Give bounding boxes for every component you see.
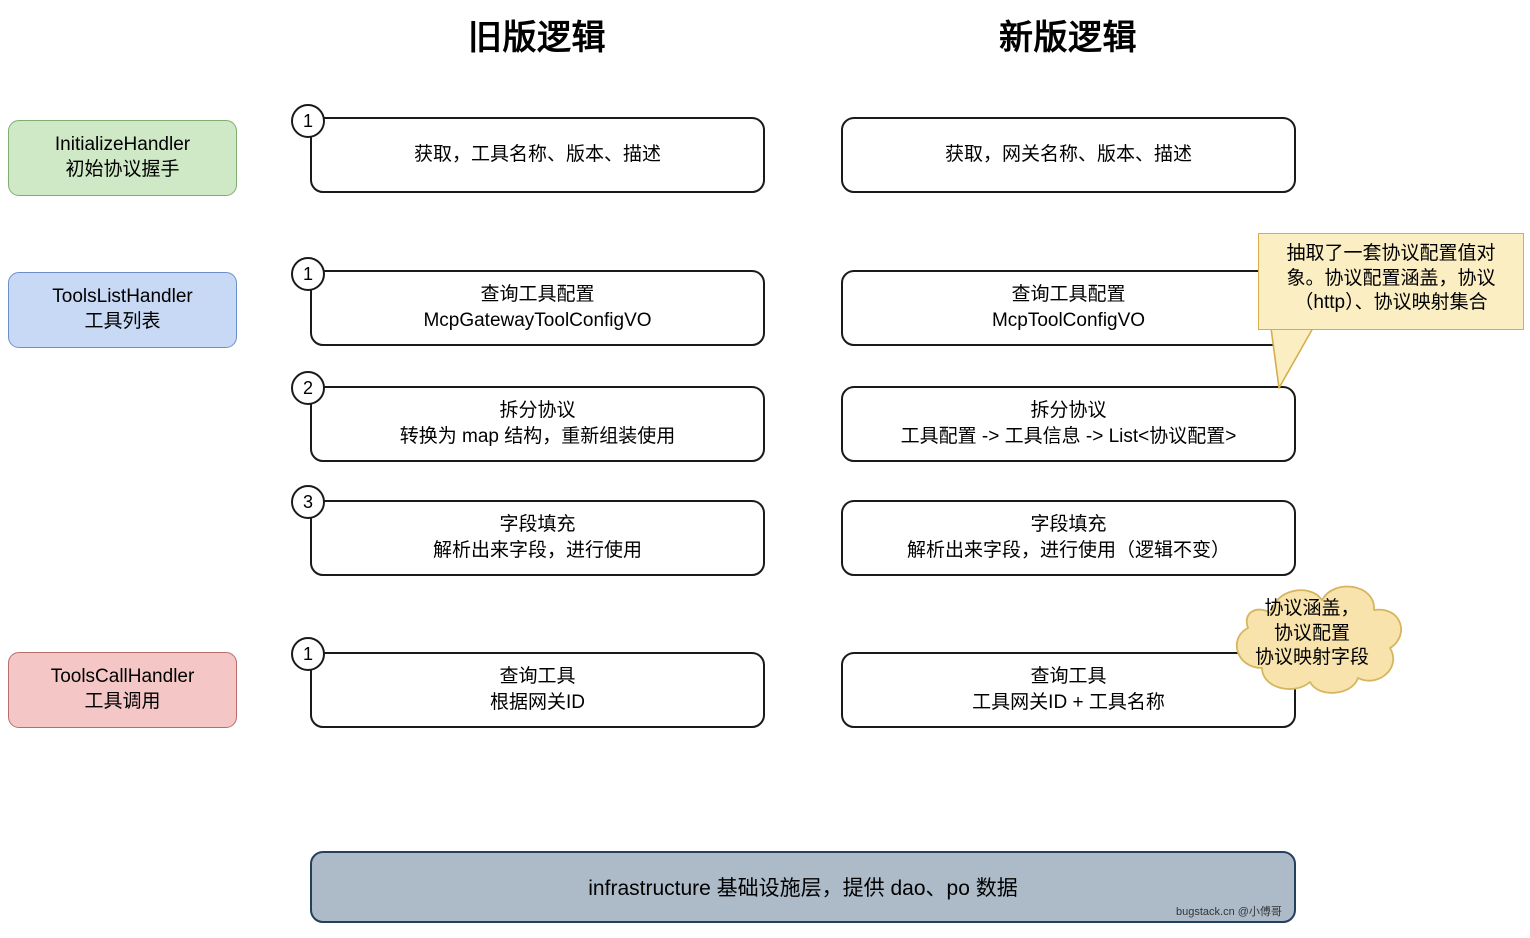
step-box-old-row3[interactable]: 拆分协议 转换为 map 结构，重新组装使用: [310, 386, 765, 462]
callout-tail: [1270, 321, 1315, 389]
step-box-new-row2[interactable]: 查询工具配置 McpToolConfigVO: [841, 270, 1296, 346]
step-box-old-row4[interactable]: 字段填充 解析出来字段，进行使用: [310, 500, 765, 576]
callout-note-protocol-config: 抽取了一套协议配置值对 象。协议配置涵盖，协议 （http）、协议映射集合: [1258, 233, 1524, 330]
step-line-1: 拆分协议: [499, 399, 576, 421]
step-box-old-row1[interactable]: 获取，工具名称、版本、描述: [310, 117, 765, 193]
step-badge-row3[interactable]: 2: [291, 371, 325, 405]
handler-name: ToolsCallHandler: [50, 666, 195, 688]
step-badge-row2[interactable]: 1: [291, 257, 325, 291]
step-line-1: 拆分协议: [1030, 399, 1107, 421]
step-badge-label: 1: [302, 643, 313, 664]
step-line-1: 获取，网关名称、版本、描述: [944, 143, 1192, 165]
column-title-new: 新版逻辑: [999, 19, 1137, 57]
cloud-note-protocol-coverage: [1236, 585, 1402, 694]
step-line-1: 字段填充: [499, 513, 576, 535]
callout-line-3: （http）、协议映射集合: [1294, 292, 1488, 314]
step-line-2: McpGatewayToolConfigVO: [423, 310, 652, 331]
step-box-old-row5[interactable]: 查询工具 根据网关ID: [310, 652, 765, 728]
infrastructure-layer-bar[interactable]: infrastructure 基础设施层，提供 dao、po 数据: [310, 851, 1296, 923]
handler-subtitle: 工具调用: [84, 691, 161, 712]
step-badge-label: 2: [302, 377, 313, 398]
step-box-new-row3[interactable]: 拆分协议 工具配置 -> 工具信息 -> List<协议配置>: [841, 386, 1296, 462]
handler-name: ToolsListHandler: [52, 286, 193, 308]
step-line-2: 工具配置 -> 工具信息 -> List<协议配置>: [900, 426, 1237, 447]
cloud-line-1: 协议涵盖，: [1264, 598, 1360, 619]
step-line-2: 转换为 map 结构，重新组装使用: [399, 426, 676, 447]
step-box-new-row1[interactable]: 获取，网关名称、版本、描述: [841, 117, 1296, 193]
step-line-1: 查询工具: [499, 665, 576, 687]
step-box-new-row4[interactable]: 字段填充 解析出来字段，进行使用（逻辑不变）: [841, 500, 1296, 576]
step-line-1: 字段填充: [1030, 513, 1107, 535]
step-line-1: 查询工具配置: [1011, 283, 1126, 305]
step-badge-row4[interactable]: 3: [291, 485, 325, 519]
handler-chip-initialize[interactable]: InitializeHandler 初始协议握手: [8, 120, 237, 196]
step-box-new-row5[interactable]: 查询工具 工具网关ID + 工具名称: [841, 652, 1296, 728]
step-badge-label: 3: [302, 491, 313, 512]
cloud-note-text: 协议涵盖， 协议配置 协议映射字段: [1222, 597, 1402, 671]
handler-chip-tools-list[interactable]: ToolsListHandler 工具列表: [8, 272, 237, 348]
callout-line-1: 抽取了一套协议配置值对: [1286, 243, 1496, 264]
cloud-line-3: 协议映射字段: [1254, 647, 1369, 669]
handler-subtitle: 工具列表: [84, 311, 161, 332]
step-line-2: 解析出来字段，进行使用: [432, 540, 642, 561]
handler-subtitle: 初始协议握手: [65, 159, 180, 180]
step-line-2: 解析出来字段，进行使用（逻辑不变）: [906, 540, 1230, 561]
handler-name: InitializeHandler: [54, 134, 191, 156]
step-badge-row5[interactable]: 1: [291, 637, 325, 671]
handler-chip-tools-call[interactable]: ToolsCallHandler 工具调用: [8, 652, 237, 728]
step-line-2: McpToolConfigVO: [991, 310, 1146, 331]
watermark: bugstack.cn @小傅哥: [1176, 906, 1282, 918]
column-title-old: 旧版逻辑: [468, 19, 606, 57]
step-badge-label: 1: [302, 110, 313, 131]
step-line-1: 查询工具配置: [480, 283, 595, 305]
step-badge-label: 1: [302, 263, 313, 284]
callout-line-2: 象。协议配置涵盖，协议: [1286, 267, 1496, 289]
step-box-old-row2[interactable]: 查询工具配置 McpGatewayToolConfigVO: [310, 270, 765, 346]
step-line-2: 工具网关ID + 工具名称: [972, 692, 1165, 713]
infrastructure-label: infrastructure 基础设施层，提供 dao、po 数据: [588, 877, 1018, 900]
cloud-line-2: 协议配置: [1273, 622, 1350, 644]
step-line-1: 查询工具: [1030, 665, 1107, 687]
step-line-2: 根据网关ID: [489, 692, 585, 713]
step-line-1: 获取，工具名称、版本、描述: [413, 143, 661, 165]
step-badge-row1[interactable]: 1: [291, 104, 325, 138]
